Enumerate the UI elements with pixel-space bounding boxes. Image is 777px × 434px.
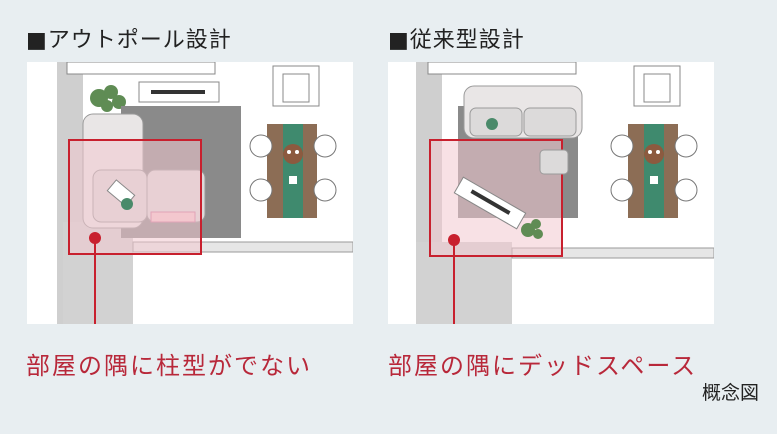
person-icon [121, 198, 133, 210]
chair-icon [313, 178, 337, 202]
right-panel-title: ■従来型設計 [388, 28, 525, 53]
table-runner [644, 124, 664, 218]
cup-icon [289, 176, 297, 184]
top-cabinet [427, 62, 577, 75]
figure-icon [283, 144, 303, 164]
outpole-floor-plan [27, 62, 353, 324]
sink [643, 73, 671, 103]
remote [151, 90, 205, 94]
right-caption: 部屋の隅にデッドスペース [388, 352, 698, 380]
figure-icon [644, 144, 664, 164]
chair-icon [313, 134, 337, 158]
sofa-seat-2 [523, 107, 577, 137]
chair-icon [674, 134, 698, 158]
left-panel-title: ■アウトポール設計 [26, 28, 232, 53]
chair-icon [249, 178, 273, 202]
chair-icon [249, 134, 273, 158]
plant-icon [521, 219, 543, 239]
chair-icon [674, 178, 698, 202]
conventional-floor-plan [388, 62, 714, 324]
stool [539, 149, 569, 175]
plant-icon [90, 85, 126, 112]
concept-note: 概念図 [701, 382, 759, 404]
cup-icon [650, 176, 658, 184]
chair-icon [610, 178, 634, 202]
top-cabinet [66, 62, 216, 75]
table-runner [283, 124, 303, 218]
remote [470, 189, 511, 215]
highlight-zone [68, 139, 202, 255]
sink [282, 73, 310, 103]
left-caption: 部屋の隅に柱型がでない [26, 352, 312, 380]
person-icon [486, 118, 498, 130]
chair-icon [610, 134, 634, 158]
